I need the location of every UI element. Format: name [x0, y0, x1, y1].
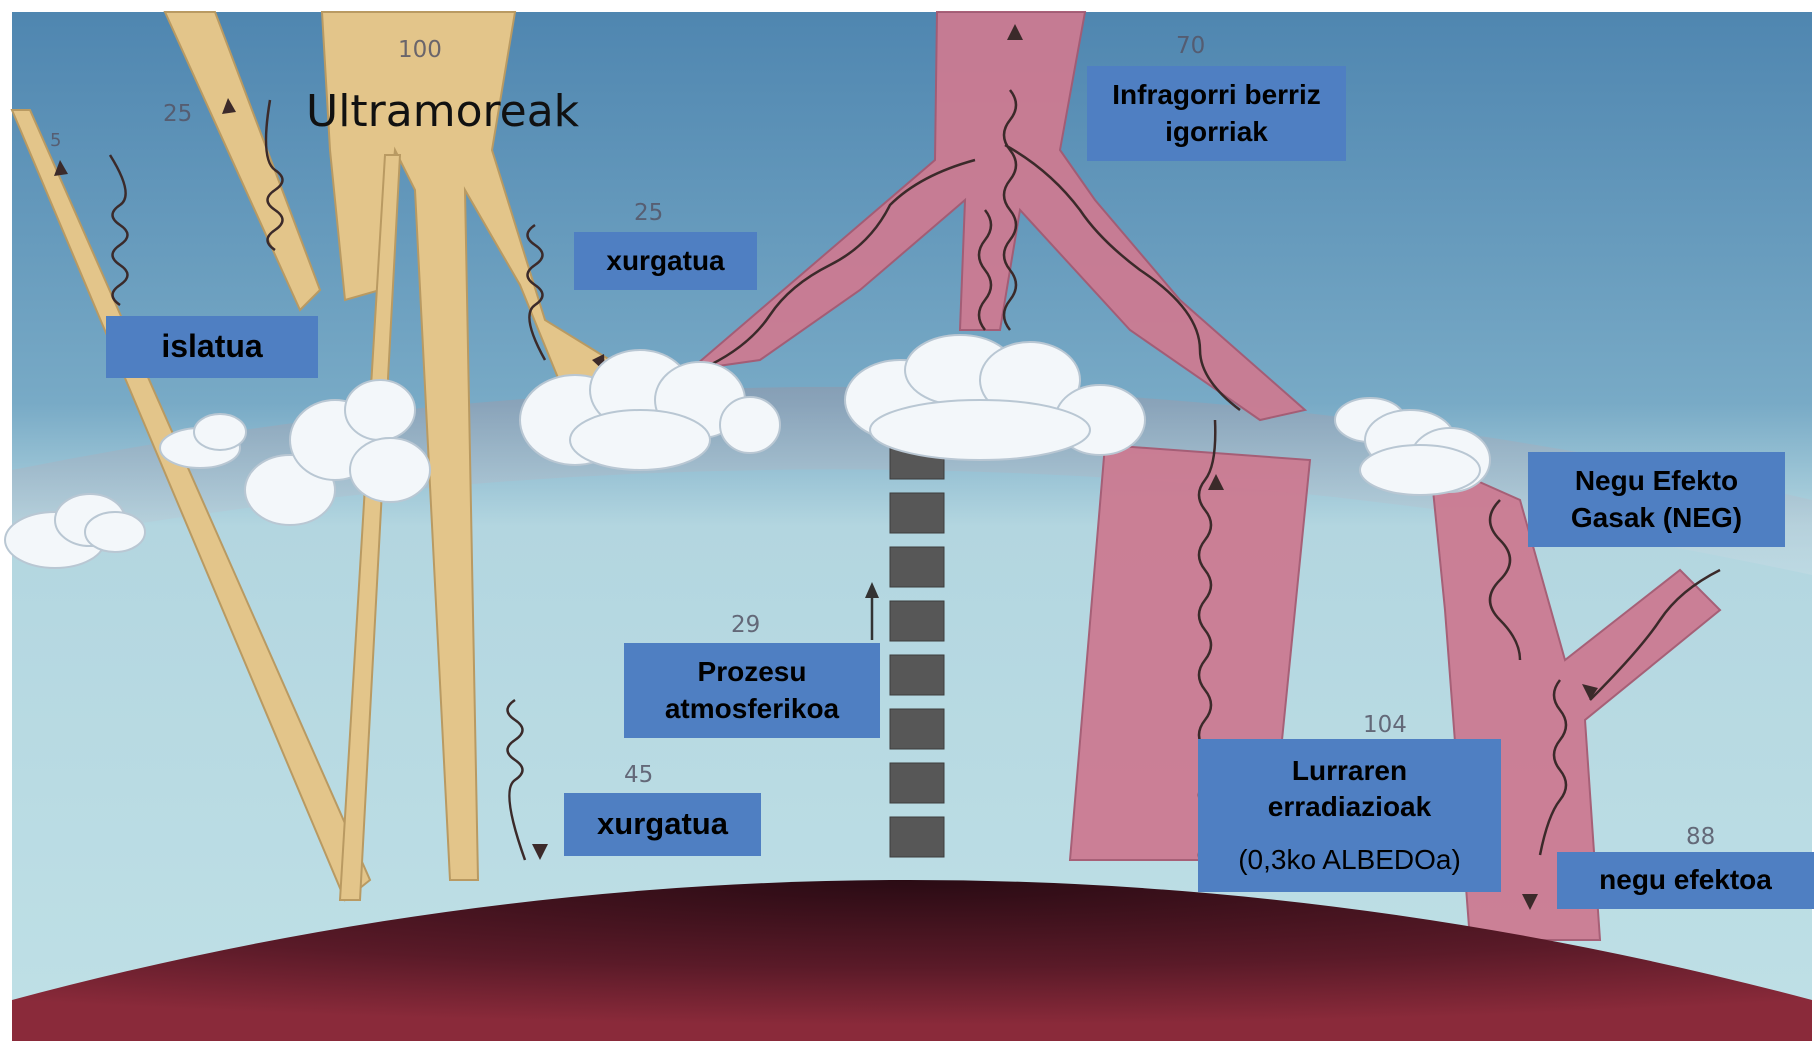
absorbed-ground-label-text: xurgatua — [597, 804, 728, 844]
value-70: 70 — [1176, 33, 1205, 59]
value-100: 100 — [398, 37, 442, 63]
earth-radiation-label: Lurraren erradiazioak (0,3ko ALBEDOa) — [1198, 739, 1501, 892]
reemitted-infrared-line-1: Infragorri berriz — [1112, 77, 1320, 113]
value-25-absorbed: 25 — [634, 200, 663, 226]
greenhouse-gases-line-2: Gasak (NEG) — [1571, 500, 1742, 536]
albedo-note: (0,3ko ALBEDOa) — [1238, 842, 1461, 878]
earth-radiation-line-1: Lurraren — [1292, 753, 1407, 789]
value-104: 104 — [1363, 712, 1407, 738]
earth-radiation-line-2: erradiazioak — [1268, 789, 1431, 825]
absorbed-atmosphere-label-text: xurgatua — [606, 243, 724, 279]
reflected-label: islatua — [106, 316, 318, 378]
ultraviolet-label: Ultramoreak — [306, 86, 579, 137]
reemitted-infrared-line-2: igorriak — [1165, 114, 1268, 150]
absorbed-atmosphere-label: xurgatua — [574, 232, 757, 290]
atmospheric-process-label: Prozesu atmosferikoa — [624, 643, 880, 738]
reflected-label-text: islatua — [161, 326, 262, 368]
value-88: 88 — [1686, 824, 1715, 850]
greenhouse-gases-label: Negu Efekto Gasak (NEG) — [1528, 452, 1785, 547]
greenhouse-effect-label-text: negu efektoa — [1599, 862, 1772, 898]
atmospheric-process-line-1: Prozesu — [698, 654, 807, 690]
reemitted-infrared-label: Infragorri berriz igorriak — [1087, 66, 1346, 161]
greenhouse-gases-line-1: Negu Efekto — [1575, 463, 1738, 499]
atmospheric-process-line-2: atmosferikoa — [665, 691, 839, 727]
value-45: 45 — [624, 762, 653, 788]
value-5: 5 — [50, 130, 61, 151]
greenhouse-effect-label: negu efektoa — [1557, 852, 1814, 909]
value-25-reflected: 25 — [163, 101, 192, 127]
value-29: 29 — [731, 612, 760, 638]
absorbed-ground-label: xurgatua — [564, 793, 761, 856]
